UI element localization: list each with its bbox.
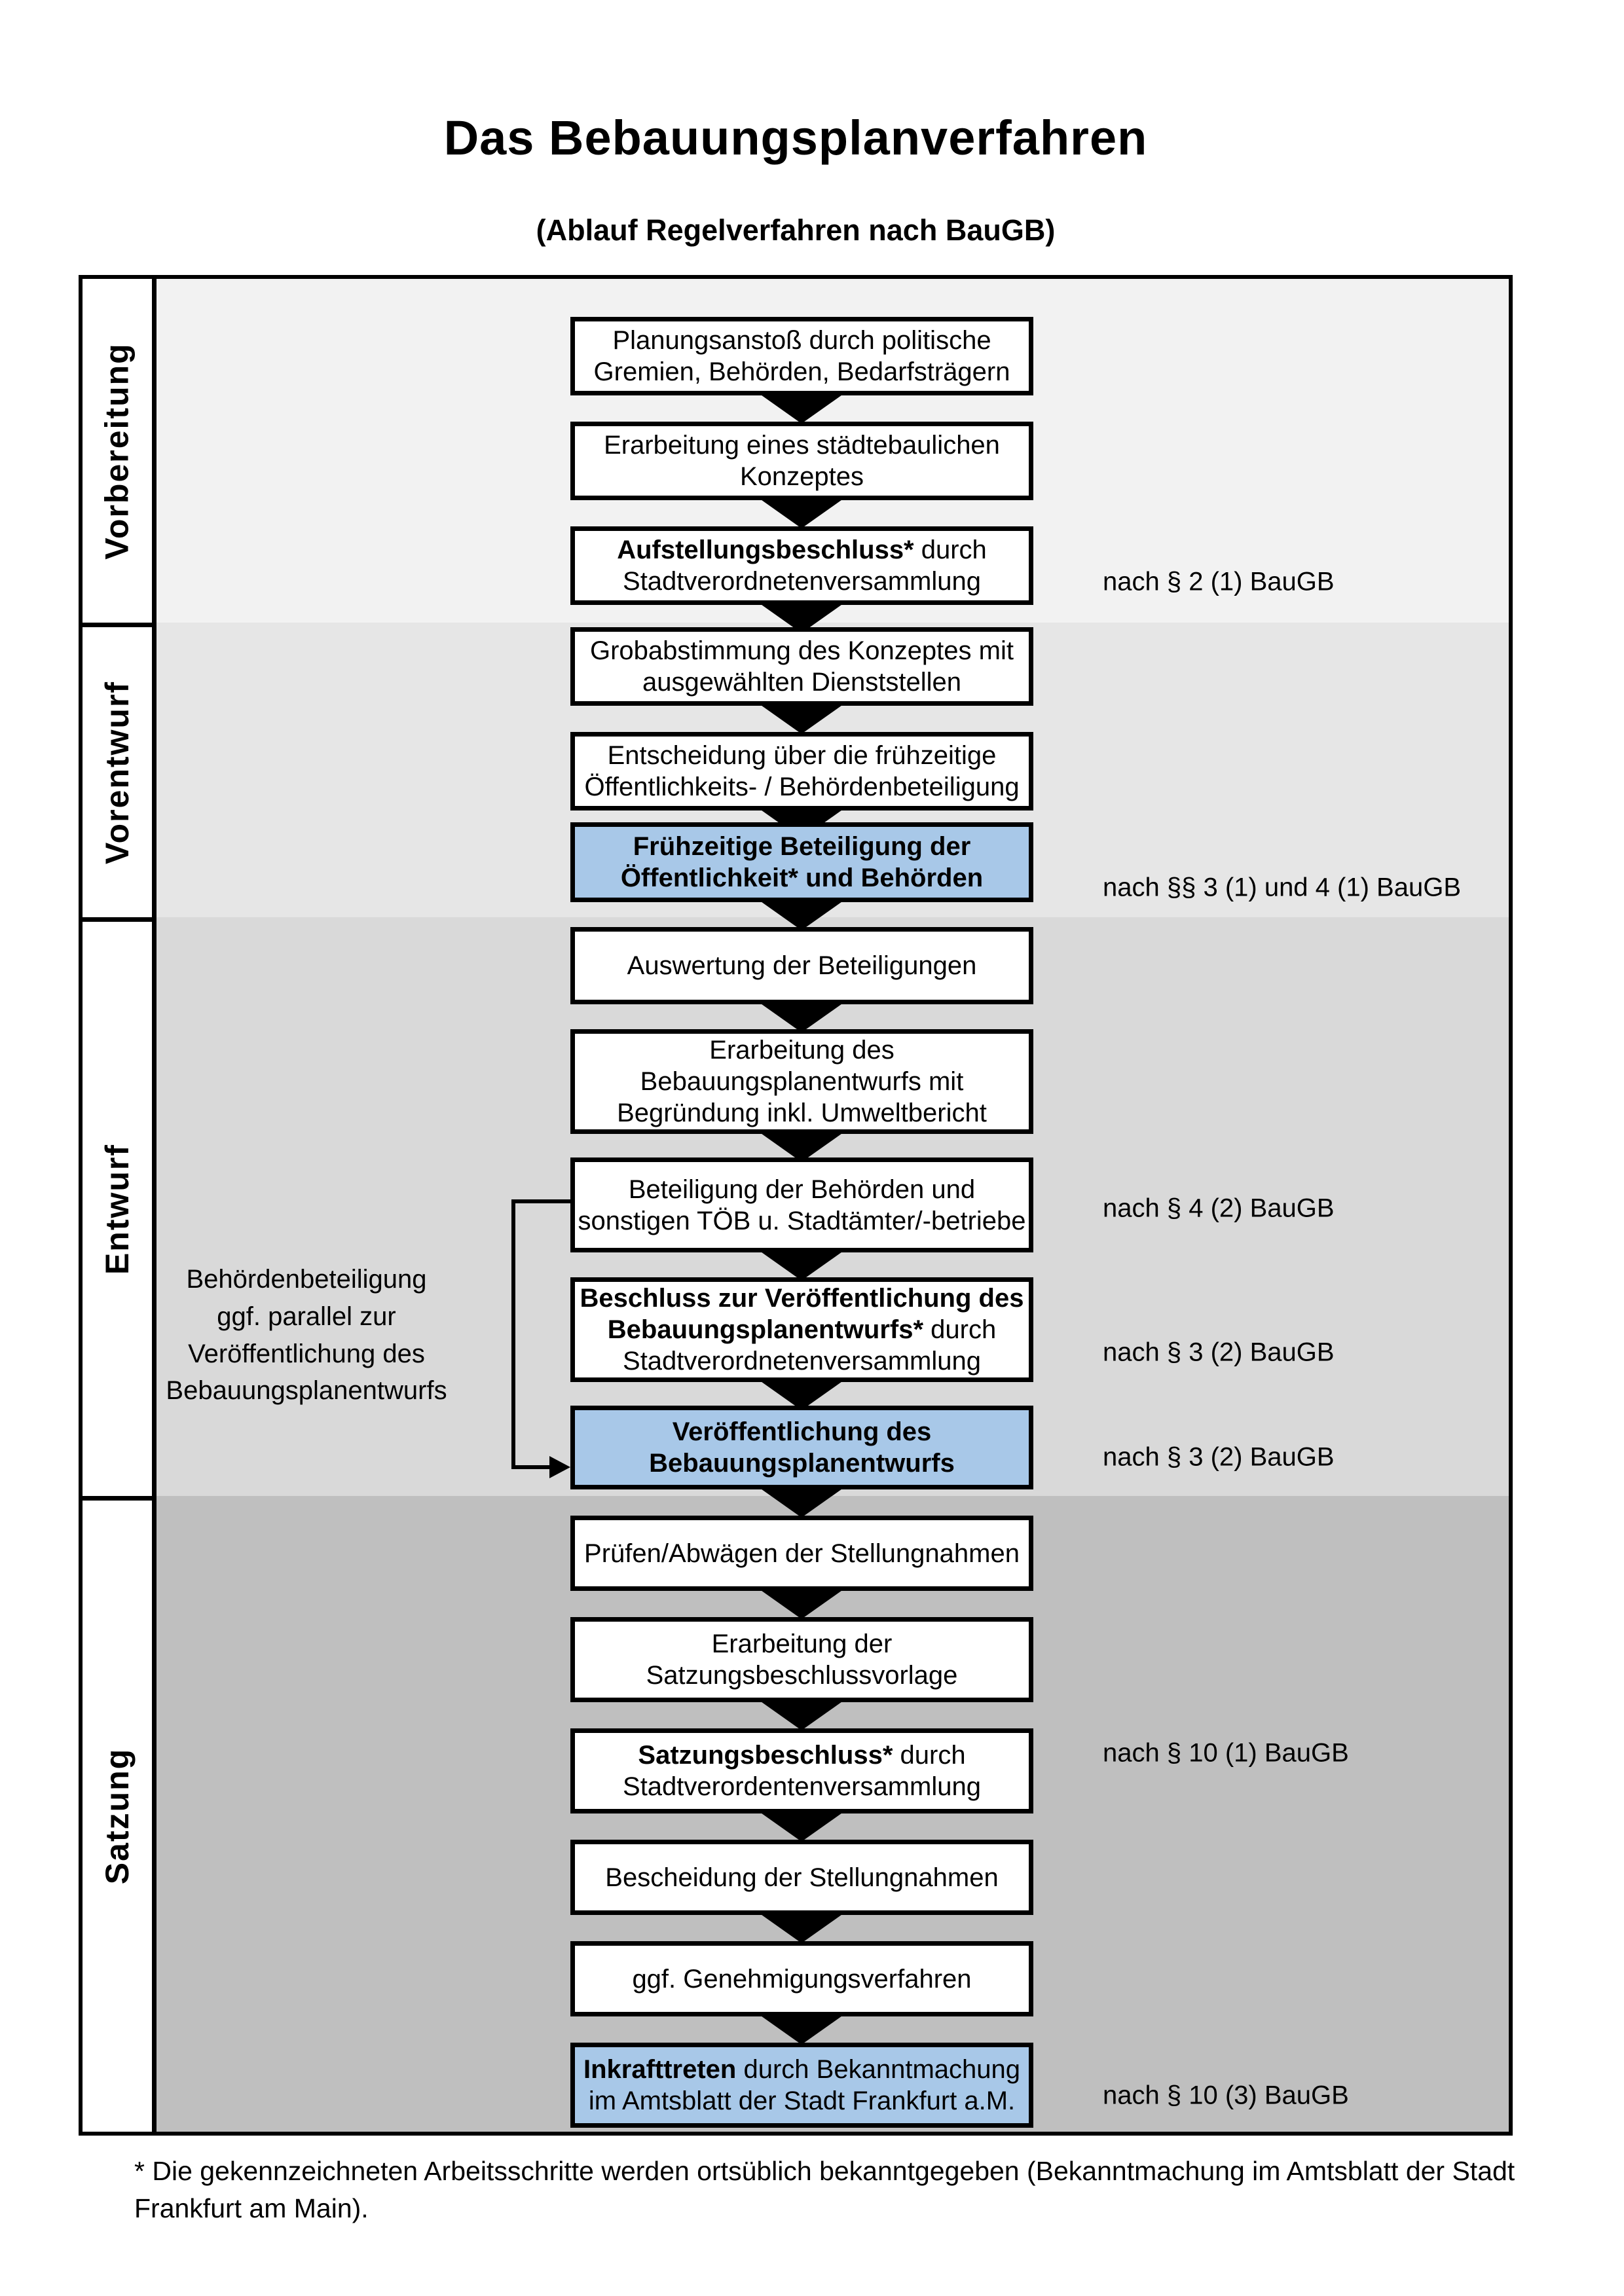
down-arrow-icon (759, 704, 844, 734)
phase-label-vorbereitung: Vorbereitung (99, 342, 136, 560)
legal-reference-satzungsbeschluss: nach § 10 (1) BauGB (1103, 1738, 1349, 1768)
step-veroeffentlichung-bebauungsplanentwurf-highlighted: Veröffentlichung des Bebauungsplanentwur… (570, 1406, 1033, 1489)
step-auswertung-beteiligungen: Auswertung der Beteiligungen (570, 927, 1033, 1004)
legal-reference-veroeffentlichung: nach § 3 (2) BauGB (1103, 1442, 1335, 1472)
down-arrow-icon (759, 1812, 844, 1842)
down-arrow-icon (759, 1700, 844, 1730)
step-beschluss-veroeffentlichung: Beschluss zur Veröffentlichung des Bebau… (570, 1277, 1033, 1382)
down-arrow-icon (759, 498, 844, 528)
diagram-subtitle: (Ablauf Regelverfahren nach BauGB) (536, 213, 1056, 247)
down-arrow-icon (759, 2014, 844, 2045)
step-grobabstimmung: Grobabstimmung des Konzeptes mit ausgewä… (570, 627, 1033, 706)
diagram-title: Das Bebauungsplanverfahren (443, 111, 1148, 165)
step-fruehzeitige-beteiligung-highlighted: Frühzeitige Beteiligung der Öffentlichke… (570, 822, 1033, 902)
phase-label-satzung: Satzung (99, 1747, 136, 1885)
parallel-annotation: Behördenbeteiligung ggf. parallel zur Ve… (166, 1265, 447, 1406)
legal-reference-beschluss-veroeffentlichung: nach § 3 (2) BauGB (1103, 1338, 1335, 1367)
parallel-connector-bottom-line (511, 1465, 552, 1469)
right-arrowhead-icon (549, 1456, 570, 1478)
step-erarbeitung-satzungsbeschlussvorlage: Erarbeitung der Satzungsbeschlussvorlage (570, 1617, 1033, 1702)
down-arrow-icon (759, 1589, 844, 1619)
down-arrow-icon (759, 1002, 844, 1032)
step-bescheidung-stellungnahmen: Bescheidung der Stellungnahmen (570, 1840, 1033, 1915)
legal-reference-aufstellungsbeschluss: nach § 2 (1) BauGB (1103, 567, 1335, 596)
phase-cell-vorentwurf: Vorentwurf (83, 623, 157, 917)
down-arrow-icon (759, 1487, 844, 1518)
phase-cell-vorbereitung: Vorbereitung (83, 279, 157, 623)
footnote: * Die gekennzeichneten Arbeitsschritte w… (134, 2156, 1515, 2223)
phase-label-entwurf: Entwurf (99, 1143, 136, 1275)
legal-reference-inkrafttreten: nach § 10 (3) BauGB (1103, 2081, 1349, 2110)
step-inkrafttreten-highlighted: Inkrafttreten durch Bekanntmachung im Am… (570, 2043, 1033, 2128)
phase-cell-entwurf: Entwurf (83, 917, 157, 1496)
down-arrow-icon (759, 1380, 844, 1410)
step-planungsanstoss: Planungsanstoß durch politische Gremien,… (570, 317, 1033, 395)
step-aufstellungsbeschluss: Aufstellungsbeschluss* durch Stadtverord… (570, 526, 1033, 605)
legal-reference-behoerdenbeteiligung: nach § 4 (2) BauGB (1103, 1194, 1335, 1223)
down-arrow-icon (759, 1250, 844, 1281)
step-entscheidung-fruehzeitige-beteiligung: Entscheidung über die frühzeitige Öffent… (570, 732, 1033, 811)
diagram-frame: Vorbereitung Vorentwurf Entwurf Satzung … (79, 275, 1513, 2136)
step-pruefen-abwaegen-stellungnahmen: Prüfen/Abwägen der Stellungnahmen (570, 1516, 1033, 1591)
parallel-connector-top-line (511, 1199, 570, 1203)
down-arrow-icon (759, 1132, 844, 1162)
step-erarbeitung-bebauungsplanentwurf: Erarbeitung des Bebauungsplanentwurfs mi… (570, 1029, 1033, 1134)
phase-cell-satzung: Satzung (83, 1496, 157, 2132)
legal-reference-fruehzeitige-beteiligung: nach §§ 3 (1) und 4 (1) BauGB (1103, 873, 1461, 902)
phase-label-vorentwurf: Vorentwurf (99, 680, 136, 864)
parallel-connector-vertical-line (511, 1199, 515, 1469)
down-arrow-icon (759, 1913, 844, 1943)
step-satzungsbeschluss: Satzungsbeschluss* durch Stadtverordente… (570, 1728, 1033, 1813)
step-genehmigungsverfahren: ggf. Genehmigungsverfahren (570, 1941, 1033, 2016)
down-arrow-icon (759, 393, 844, 424)
step-beteiligung-behoerden-toeb: Beteiligung der Behörden und sonstigen T… (570, 1157, 1033, 1252)
step-staedtebauliches-konzept: Erarbeitung eines städtebaulichen Konzep… (570, 422, 1033, 500)
down-arrow-icon (759, 900, 844, 930)
